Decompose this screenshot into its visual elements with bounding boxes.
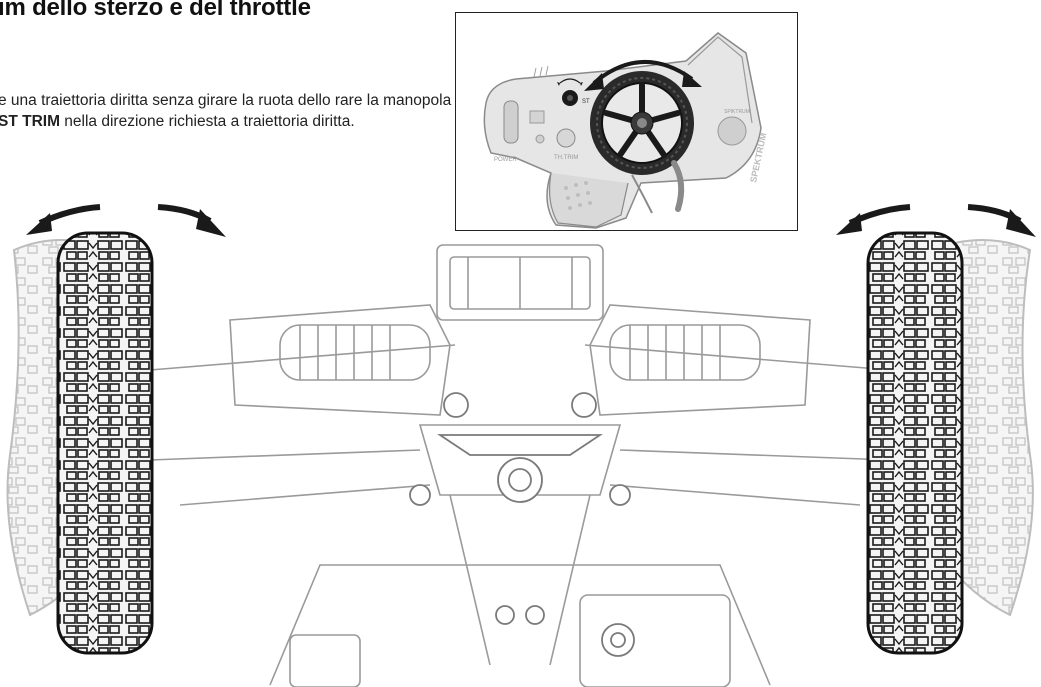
right-wheel: [836, 204, 1036, 655]
shock-absorbers: [279, 324, 761, 381]
steering-wheel-icon: [590, 71, 694, 214]
section-heading: im dello sterzo e del throttle: [0, 0, 311, 21]
st-label: ST: [582, 99, 590, 105]
th-trim-knob-icon: [556, 128, 576, 148]
left-wheel: [6, 204, 226, 655]
power-label: POWER: [494, 157, 517, 163]
chassis-illustration: [6, 204, 1036, 687]
rotate-arrow-icon: [584, 59, 702, 91]
th-trim-label: TH.TRIM: [554, 155, 578, 161]
transmitter-inset: POWER TH.TRIM ST: [455, 12, 798, 231]
instruction-paragraph: e una traiettoria diritta senza girare l…: [0, 90, 458, 132]
brand-small-label: SPIKTRUM: [724, 109, 750, 115]
throttle-trigger: [671, 160, 685, 212]
instruction-text-1: e una traiettoria diritta senza girare l…: [0, 92, 452, 109]
center-pivot: [409, 392, 635, 657]
transmitter-illustration: POWER TH.TRIM ST: [483, 32, 768, 229]
transmitter-grip: [548, 172, 629, 228]
power-switch-icon: [503, 100, 519, 144]
st-trim-emphasis: ST TRIM: [0, 113, 60, 130]
channel-knob-icon: [717, 116, 747, 146]
instruction-text-2: nella direzione richiesta a traiettoria …: [60, 113, 355, 130]
